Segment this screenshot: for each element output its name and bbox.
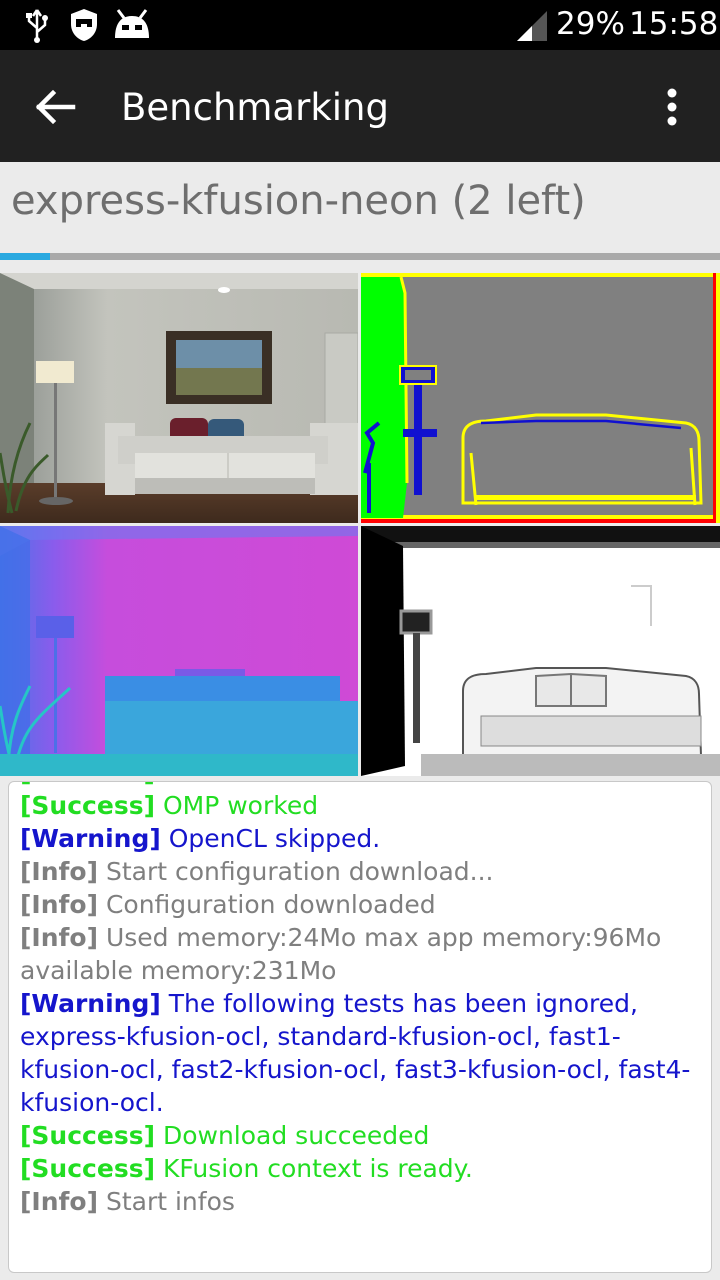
shield-icon: [71, 9, 97, 41]
log-level-tag: [Warning]: [20, 989, 161, 1018]
log-line: [Info] Configuration downloaded: [20, 888, 705, 921]
rendered-volume-frame: [361, 526, 720, 776]
page-title: Benchmarking: [121, 86, 389, 129]
log-line: [Warning] The following tests has been i…: [20, 987, 705, 1119]
log-message: Download succeeded: [155, 1121, 430, 1150]
log-line: [Success] Download succeeded: [20, 1119, 705, 1152]
overflow-menu-button[interactable]: [648, 74, 696, 140]
log-line: [Success] KFusion context is ready.: [20, 1152, 705, 1185]
status-bar: 29% 15:58: [0, 0, 720, 50]
log-level-tag: [Warning]: [20, 824, 161, 853]
log-level-tag: [Info]: [20, 1187, 99, 1216]
log-message: NEON worked: [155, 782, 335, 787]
log-level-tag: [Success]: [20, 782, 155, 787]
log-console[interactable]: [Success] NEON worked[Success] OMP worke…: [8, 781, 712, 1273]
arrow-left-icon: [35, 89, 76, 125]
log-level-tag: [Info]: [20, 890, 99, 919]
log-line: [Warning] OpenCL skipped.: [20, 822, 705, 855]
log-message: OpenCL skipped.: [160, 824, 381, 853]
signal-icon: [517, 11, 547, 41]
log-level-tag: [Success]: [20, 1154, 156, 1183]
log-message: The following tests has been ignored, ex…: [20, 989, 691, 1117]
log-line: [Info] Start configuration download...: [20, 855, 705, 888]
log-message: Start infos: [98, 1187, 235, 1216]
log-message: Start configuration download...: [98, 857, 494, 886]
android-debug-icon: [115, 9, 149, 38]
log-level-tag: [Info]: [20, 857, 99, 886]
battery-percent: 29%: [556, 6, 625, 42]
usb-icon: [26, 9, 48, 43]
log-message: KFusion context is ready.: [155, 1154, 473, 1183]
log-level-tag: [Success]: [20, 1121, 156, 1150]
depth-frame: [0, 526, 358, 776]
log-line: [Info] Used memory:24Mo max app memory:9…: [20, 921, 705, 987]
benchmark-progress-bar: [0, 253, 720, 260]
tracking-frame: [361, 273, 720, 523]
log-line: [Success] NEON worked: [20, 782, 705, 789]
log-level-tag: [Info]: [20, 923, 99, 952]
clock: 15:58: [629, 6, 719, 42]
log-message: Used memory:24Mo max app memory:96Mo ava…: [20, 923, 662, 985]
kfusion-output-grid: [0, 273, 720, 776]
log-level-tag: [Success]: [20, 791, 156, 820]
input-rgb-frame: [0, 273, 358, 523]
log-line: [Success] OMP worked: [20, 789, 705, 822]
log-message: Configuration downloaded: [98, 890, 436, 919]
log-line: [Info] Start infos: [20, 1185, 705, 1218]
more-vert-icon: [667, 88, 677, 126]
current-test-label: express-kfusion-neon (2 left): [11, 178, 586, 224]
back-button[interactable]: [22, 74, 88, 140]
benchmark-progress-fill: [0, 253, 51, 260]
app-bar: Benchmarking: [0, 50, 720, 162]
log-lines: [Success] NEON worked[Success] OMP worke…: [20, 782, 705, 1218]
log-message: OMP worked: [155, 791, 319, 820]
